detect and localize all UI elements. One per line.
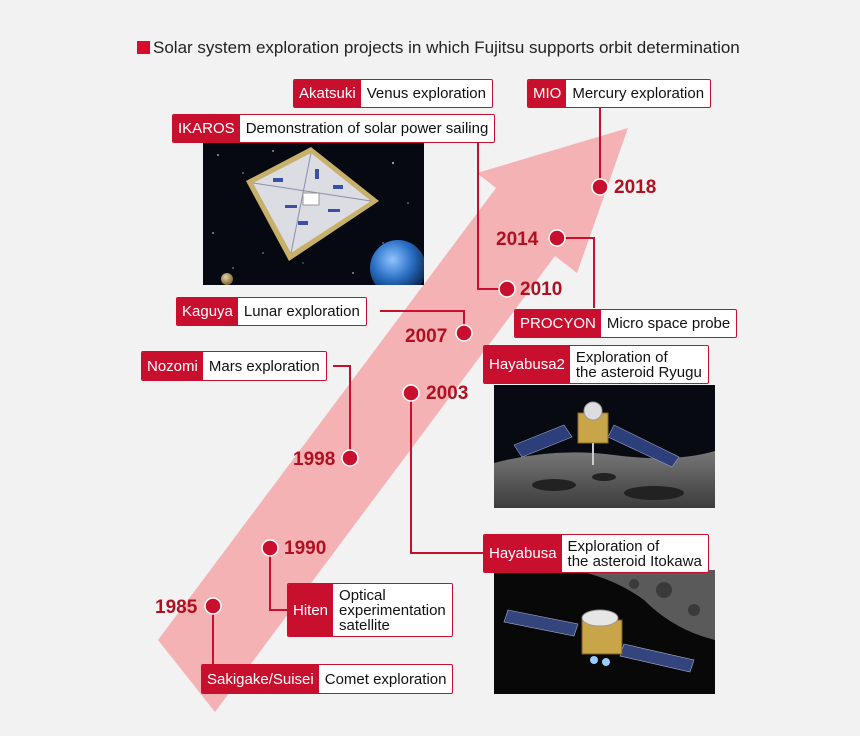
- project-description: Venus exploration: [366, 85, 486, 102]
- year-dot-1985: [204, 597, 222, 615]
- timeline-dots: [204, 178, 609, 615]
- project-tag-akatsuki: Akatsuki Venus exploration: [293, 79, 493, 108]
- project-tag-hayabusa: Hayabusa Exploration of the asteroid Ito…: [483, 534, 709, 573]
- project-name: MIO: [528, 80, 567, 107]
- project-description: Mars exploration: [208, 357, 320, 375]
- title-bullet-icon: [137, 41, 150, 54]
- project-name: Hiten: [288, 584, 334, 636]
- project-tag-procyon: PROCYON Micro space probe: [514, 309, 738, 338]
- project-description: Optical experimentation satellite: [339, 586, 446, 634]
- timeline-arrow: [158, 128, 628, 712]
- connector-lines: [212, 108, 601, 664]
- year-label-2003: 2003: [426, 383, 469, 404]
- project-name: Hayabusa: [484, 535, 562, 572]
- year-label-2018: 2018: [614, 177, 657, 198]
- year-label-1985: 1985: [155, 597, 198, 618]
- project-name: Akatsuki: [294, 80, 361, 107]
- year-dot-2018: [591, 178, 609, 196]
- project-name: Nozomi: [142, 352, 203, 380]
- project-name: Sakigake/Suisei: [202, 665, 319, 693]
- project-tag-sakigake-suisei: Sakigake/Suisei Comet exploration: [201, 664, 454, 694]
- project-tag-nozomi: Nozomi Mars exploration: [141, 351, 327, 381]
- year-dot-2014: [548, 229, 566, 247]
- year-label-1990: 1990: [284, 538, 327, 559]
- year-label-2007: 2007: [405, 326, 448, 347]
- project-name: IKAROS: [173, 115, 240, 142]
- year-dot-2003: [402, 384, 420, 402]
- hayabusa-photo: [494, 570, 715, 694]
- year-label-2010: 2010: [520, 279, 563, 300]
- year-dot-2010: [498, 280, 516, 298]
- ikaros-photo: [203, 143, 424, 285]
- project-tag-ikaros: IKAROS Demonstration of solar power sail…: [172, 114, 496, 143]
- project-name: Kaguya: [177, 298, 238, 325]
- project-tag-hiten: Hiten Optical experimentation satellite: [287, 583, 453, 637]
- project-description: Micro space probe: [606, 315, 731, 332]
- year-dot-1990: [261, 539, 279, 557]
- project-name: Hayabusa2: [484, 346, 570, 383]
- project-description: Demonstration of solar power sailing: [245, 120, 489, 137]
- project-description: Exploration of the asteroid Ryugu: [575, 348, 702, 381]
- year-dot-1998: [341, 449, 359, 467]
- project-tag-hayabusa2: Hayabusa2 Exploration of the asteroid Ry…: [483, 345, 709, 384]
- hayabusa2-photo: [494, 385, 715, 508]
- project-description: Lunar exploration: [243, 303, 360, 320]
- diagram-title: Solar system exploration projects in whi…: [137, 38, 740, 58]
- year-label-1998: 1998: [293, 449, 336, 470]
- project-name: PROCYON: [515, 310, 601, 337]
- project-description: Exploration of the asteroid Itokawa: [567, 537, 702, 570]
- project-tag-mio: MIO Mercury exploration: [527, 79, 712, 108]
- year-label-2014: 2014: [496, 229, 539, 250]
- year-dot-2007: [455, 324, 473, 342]
- project-description: Mercury exploration: [572, 85, 705, 102]
- project-description: Comet exploration: [324, 670, 447, 688]
- project-tag-kaguya: Kaguya Lunar exploration: [176, 297, 367, 326]
- title-text: Solar system exploration projects in whi…: [153, 38, 740, 57]
